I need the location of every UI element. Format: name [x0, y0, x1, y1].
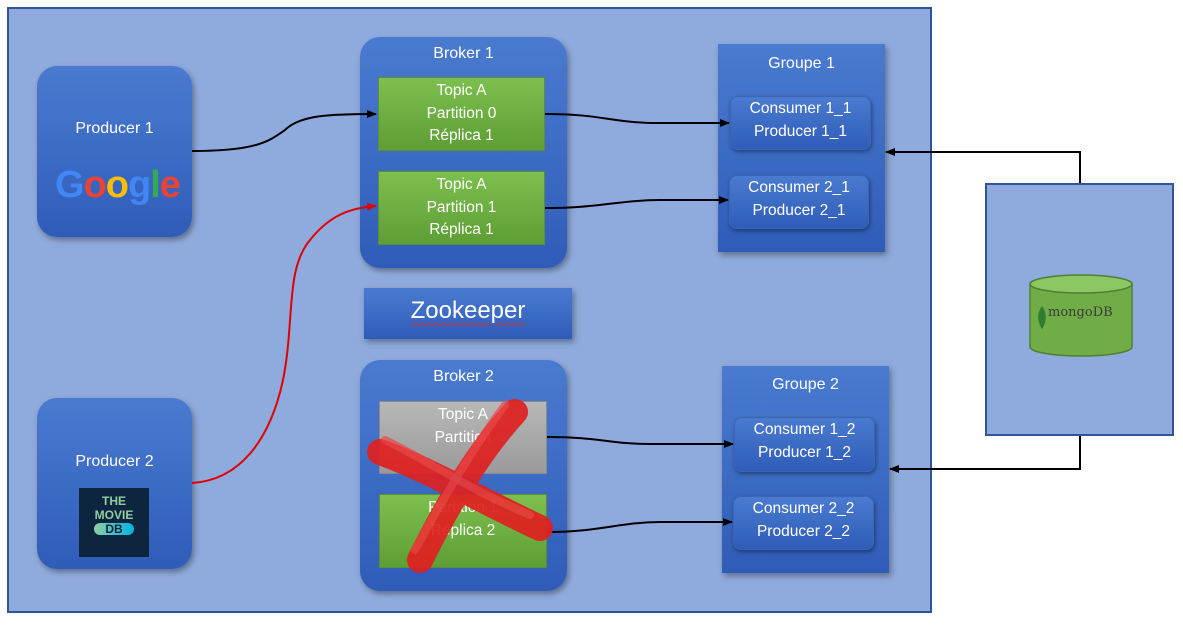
- link-b1p1-consumer21: [544, 196, 729, 209]
- link-producer2-broker1-red: [191, 202, 377, 484]
- mongodb-database-icon: [1029, 274, 1133, 357]
- tmdb-logo: THE MOVIE DB: [79, 488, 149, 557]
- broker-2-label: Broker 2: [433, 368, 494, 385]
- link-mongodb-groupe1: [885, 148, 1081, 183]
- producer-1-box[interactable]: Producer 1 Google: [37, 66, 192, 237]
- broker-1-label: Broker 1: [433, 45, 494, 62]
- link-b2-consumer22: [546, 518, 733, 533]
- zookeeper-label: Zookeeper: [410, 297, 526, 324]
- zookeeper-box[interactable]: Zookeeper: [364, 288, 572, 339]
- google-logo: Google: [55, 164, 181, 206]
- producer-1-label: Producer 1: [75, 120, 154, 137]
- failure-cross-icon: [367, 399, 553, 573]
- link-b1p0-consumer11: [544, 113, 730, 127]
- link-b2-consumer12: [546, 436, 734, 448]
- producer-2-label: Producer 2: [75, 453, 154, 470]
- groupe-2-label: Groupe 2: [772, 376, 839, 393]
- mongodb-logo-text: mongoDB: [1048, 305, 1113, 320]
- link-producer1-broker1: [191, 110, 377, 152]
- producer-2-box[interactable]: Producer 2 THE MOVIE DB: [37, 398, 192, 569]
- groupe-1-label: Groupe 1: [768, 55, 835, 72]
- link-mongodb-groupe2: [889, 436, 1081, 473]
